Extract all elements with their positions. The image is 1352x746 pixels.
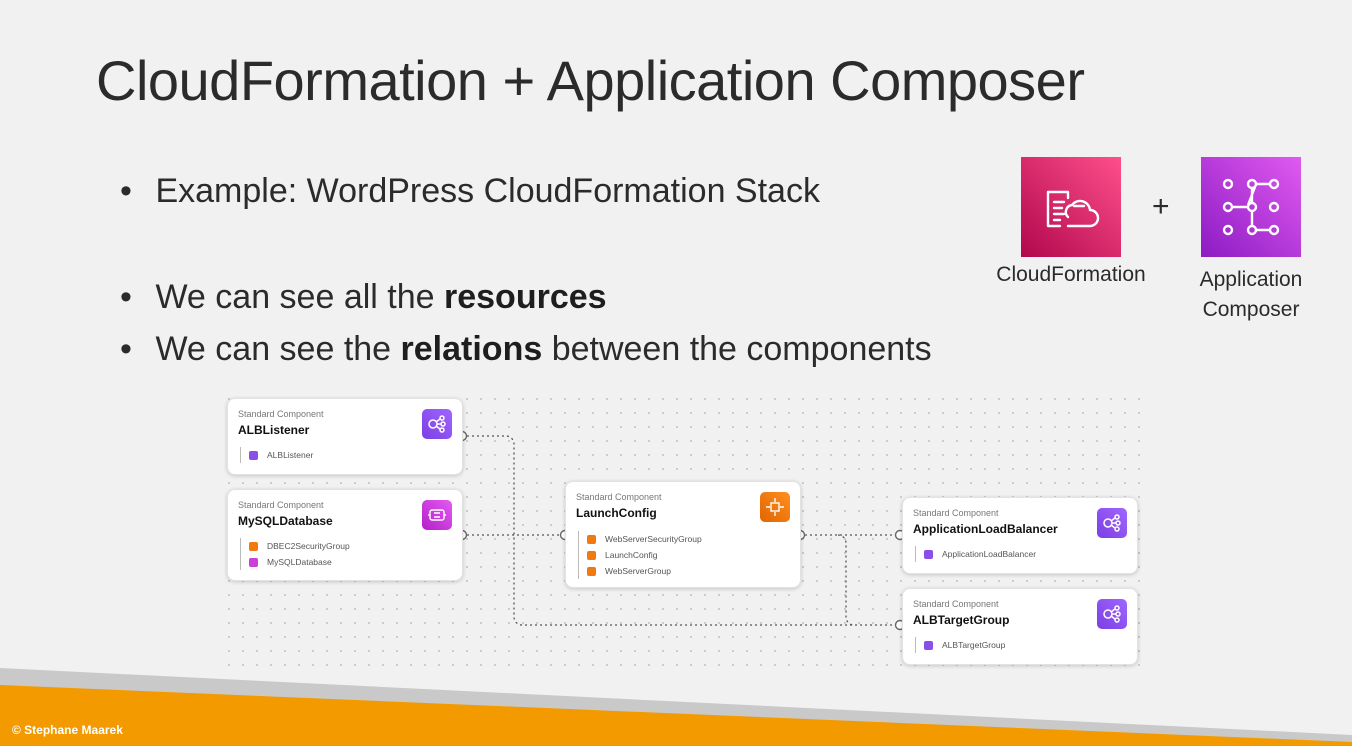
component-kind: Standard Component xyxy=(913,508,999,518)
load-balancer-icon xyxy=(1097,508,1127,538)
resource-swatch xyxy=(249,557,258,567)
copyright-notice: © Stephane Maarek xyxy=(12,723,123,737)
resource-item[interactable]: WebServerGroup xyxy=(587,563,702,579)
resource-item[interactable]: DBEC2SecurityGroup xyxy=(249,538,350,554)
component-card-applicationloadbalancer[interactable]: Standard Component ApplicationLoadBalanc… xyxy=(902,497,1138,574)
resource-swatch xyxy=(249,450,258,460)
resource-label: ALBListener xyxy=(267,450,314,460)
bullet-relations: We can see the relations between the com… xyxy=(120,330,932,369)
resource-label: DBEC2SecurityGroup xyxy=(267,541,350,551)
cloudformation-label: CloudFormation xyxy=(996,263,1146,286)
bullet-resources-prefix: We can see all the xyxy=(155,278,444,316)
bullet-resources-bold: resources xyxy=(444,278,607,316)
resource-item[interactable]: ApplicationLoadBalancer xyxy=(924,546,1036,562)
application-composer-logo xyxy=(1201,157,1301,257)
component-card-launchconfig[interactable]: Standard Component LaunchConfig WebServe… xyxy=(565,481,801,588)
resource-swatch xyxy=(924,549,933,559)
ec2-icon xyxy=(760,492,790,522)
resource-list: WebServerSecurityGroup LaunchConfig WebS… xyxy=(578,531,702,579)
resource-item[interactable]: WebServerSecurityGroup xyxy=(587,531,702,547)
application-composer-icon xyxy=(1222,178,1280,236)
cloudformation-logo xyxy=(1021,157,1121,257)
component-name: ALBListener xyxy=(238,423,310,437)
bullet-example-text: Example: WordPress CloudFormation Stack xyxy=(155,172,820,210)
load-balancer-icon xyxy=(1097,599,1127,629)
resource-list: ALBTargetGroup xyxy=(915,637,1005,653)
bullet-resources: We can see all the resources xyxy=(120,278,607,317)
component-kind: Standard Component xyxy=(238,500,324,510)
database-icon xyxy=(422,500,452,530)
resource-label: ApplicationLoadBalancer xyxy=(942,549,1037,559)
resource-swatch xyxy=(249,541,258,551)
component-card-mysqldatabase[interactable]: Standard Component MySQLDatabase DBEC2Se… xyxy=(227,489,463,581)
load-balancer-icon xyxy=(422,409,452,439)
cloudformation-icon xyxy=(1046,190,1100,228)
resource-list: DBEC2SecurityGroup MySQLDatabase xyxy=(240,538,350,570)
application-composer-label: Application Composer xyxy=(1180,265,1322,325)
component-kind: Standard Component xyxy=(913,599,999,609)
component-name: MySQLDatabase xyxy=(238,514,333,528)
component-card-albtargetgroup[interactable]: Standard Component ALBTargetGroup ALBTar… xyxy=(902,588,1138,665)
resource-swatch xyxy=(587,534,596,544)
resource-item[interactable]: ALBListener xyxy=(249,447,313,463)
component-name: LaunchConfig xyxy=(576,506,657,520)
plus-sign: + xyxy=(1152,190,1170,223)
resource-swatch xyxy=(587,566,596,576)
slide-title: CloudFormation + Application Composer xyxy=(96,49,1085,112)
bullet-relations-suffix: between the components xyxy=(542,330,932,368)
resource-list: ALBListener xyxy=(240,447,313,463)
resource-label: LaunchConfig xyxy=(605,550,658,560)
resource-label: MySQLDatabase xyxy=(267,557,332,567)
component-name: ApplicationLoadBalancer xyxy=(913,522,1058,536)
bullet-relations-prefix: We can see the xyxy=(155,330,401,368)
component-card-alblistener[interactable]: Standard Component ALBListener ALBListen… xyxy=(227,398,463,475)
resource-label: WebServerGroup xyxy=(605,566,671,576)
resource-label: WebServerSecurityGroup xyxy=(605,534,702,544)
component-kind: Standard Component xyxy=(576,492,662,502)
bullet-relations-bold: relations xyxy=(400,330,543,368)
resource-list: ApplicationLoadBalancer xyxy=(915,546,1036,562)
resource-swatch xyxy=(924,640,933,650)
resource-item[interactable]: MySQLDatabase xyxy=(249,554,350,570)
component-name: ALBTargetGroup xyxy=(913,613,1010,627)
bullet-example: Example: WordPress CloudFormation Stack xyxy=(120,172,820,211)
resource-swatch xyxy=(587,550,596,560)
application-composer-label-line1: Application xyxy=(1199,268,1303,291)
resource-item[interactable]: LaunchConfig xyxy=(587,547,702,563)
application-composer-label-line2: Composer xyxy=(1202,298,1300,321)
resource-label: ALBTargetGroup xyxy=(942,640,1006,650)
resource-item[interactable]: ALBTargetGroup xyxy=(924,637,1005,653)
component-kind: Standard Component xyxy=(238,409,324,419)
